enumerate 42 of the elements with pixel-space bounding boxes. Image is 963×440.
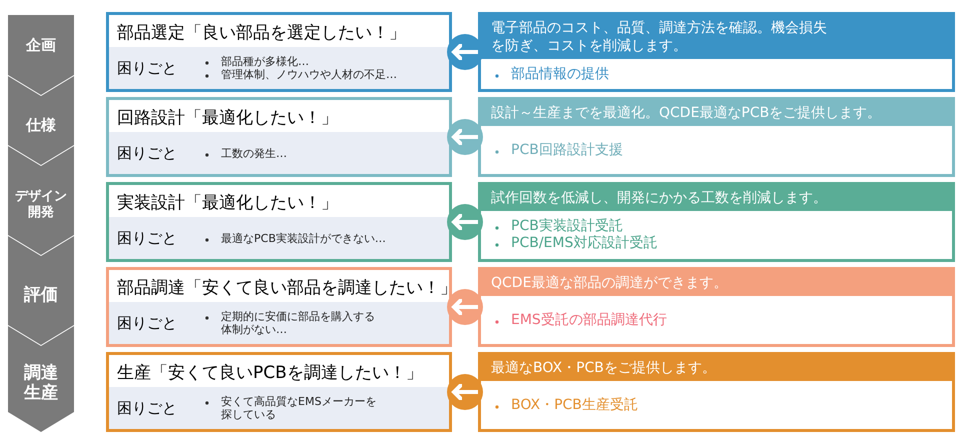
solution-card bbox=[478, 97, 955, 177]
arrow bbox=[452, 127, 478, 147]
issue-label: 困りごと bbox=[117, 314, 178, 332]
problem-card bbox=[106, 267, 452, 347]
service-item: 部品情報の提供 bbox=[511, 66, 609, 82]
issue-item: 部品種が多様化… bbox=[221, 55, 309, 68]
issue-label: 困りごと bbox=[117, 228, 178, 248]
problem-heading: 部品調達「安くて良い部品を調達したい！」 bbox=[116, 277, 458, 300]
service-item: BOX・PCB生産受託 bbox=[511, 396, 638, 414]
issue-label: 困りごと bbox=[117, 144, 178, 162]
solution-card bbox=[478, 267, 955, 347]
issue-label: 困りごと bbox=[117, 58, 178, 78]
solution-card bbox=[478, 182, 955, 262]
solution-card bbox=[478, 12, 955, 92]
problem-heading: 実装設計「最適化したい！」 bbox=[116, 192, 339, 215]
problem-card bbox=[106, 12, 452, 92]
problem-heading: 生産「安くて良いPCBを調達したい！」 bbox=[116, 362, 424, 385]
issue-item: 最適なPCB実装設計ができない… bbox=[221, 232, 386, 244]
phase-label: 企画 bbox=[25, 36, 57, 54]
solution-card bbox=[478, 352, 955, 432]
service-item: PCB回路設計支援 bbox=[511, 142, 623, 158]
phase-label: 評価 bbox=[22, 284, 59, 304]
service-item: EMS受託の部品調達代行 bbox=[511, 312, 667, 328]
service-item: PCB実装設計受託 bbox=[511, 218, 623, 235]
service-item: PCB/EMS対応設計受託 bbox=[511, 235, 658, 252]
problem-card bbox=[106, 182, 452, 262]
phase-label: デザイン開発 bbox=[14, 188, 68, 220]
issue-label: 困りごと bbox=[117, 398, 178, 418]
arrow bbox=[452, 382, 478, 402]
problem-heading: 回路設計「最適化したい！」 bbox=[116, 107, 339, 130]
issue-item: 工数の発生… bbox=[221, 146, 287, 160]
phase-label: 調達生産 bbox=[22, 363, 59, 403]
arrow bbox=[452, 212, 478, 232]
issue-item: 管理体制、ノウハウや人材の不足… bbox=[221, 68, 397, 81]
issue-item: 安くて高品質なEMSメーカーを探している bbox=[221, 395, 378, 421]
phase-label: 仕様 bbox=[24, 116, 57, 134]
arrow bbox=[452, 42, 478, 62]
problem-heading: 部品選定「良い部品を選定したい！」 bbox=[116, 22, 407, 45]
problem-card bbox=[106, 352, 452, 432]
problem-card bbox=[106, 97, 452, 177]
issue-item: 定期的に安価に部品を購入する体制がない… bbox=[221, 310, 376, 336]
arrow bbox=[452, 297, 478, 317]
